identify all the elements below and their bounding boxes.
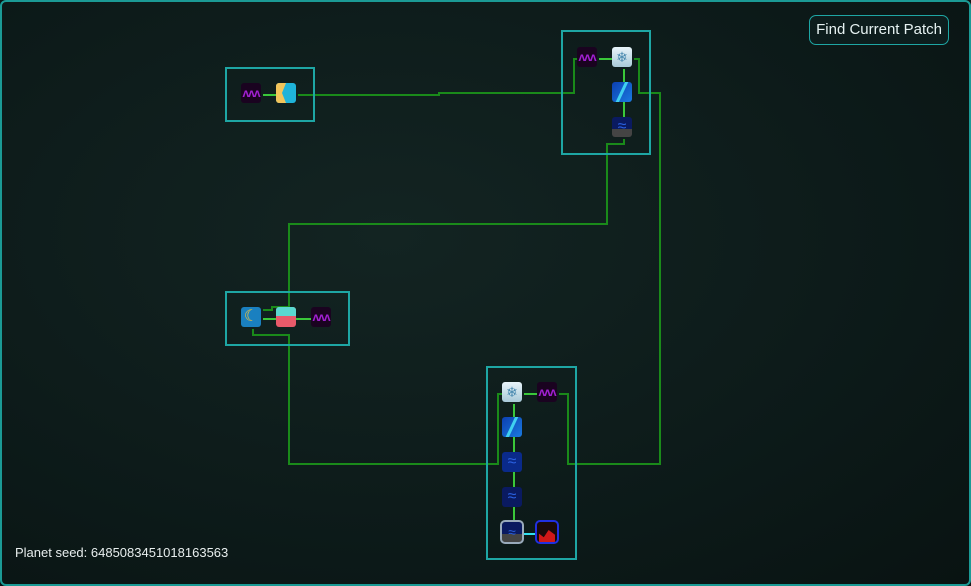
planet-seed-label: Planet seed: 6485083451018163563 (15, 545, 229, 560)
purple-wave-icon[interactable]: ʌʌʌ (311, 307, 331, 327)
snowflake-icon[interactable]: ❄ (502, 382, 522, 402)
find-current-patch-button[interactable]: Find Current Patch (809, 15, 949, 45)
glass-icon[interactable] (612, 82, 632, 102)
dark-wave-icon[interactable]: ≈ (502, 487, 522, 507)
link-3-4 (252, 329, 504, 465)
dark-wave-icon[interactable]: ≈ (612, 117, 632, 137)
moon-icon[interactable]: ☾ (241, 307, 261, 327)
purple-wave-icon[interactable]: ʌʌʌ (577, 47, 597, 67)
pink-icon[interactable] (276, 307, 296, 327)
red-peaks-icon[interactable] (535, 520, 559, 544)
glass-icon[interactable] (502, 417, 522, 437)
wave-icon[interactable]: ≈ (502, 452, 522, 472)
patch-3[interactable] (225, 291, 350, 346)
patch-2[interactable] (561, 30, 651, 155)
sand-icon[interactable] (276, 83, 296, 103)
purple-wave-icon[interactable]: ʌʌʌ (537, 382, 557, 402)
link-2-4 (559, 58, 661, 465)
snowflake-icon[interactable]: ❄ (612, 47, 632, 67)
link-2-3 (263, 139, 625, 311)
patch-4[interactable] (486, 366, 577, 560)
purple-wave-icon[interactable]: ʌʌʌ (241, 83, 261, 103)
patch-1[interactable] (225, 67, 315, 122)
link-1-2 (298, 58, 580, 96)
framed-wave-icon[interactable]: ≈ (500, 520, 524, 544)
